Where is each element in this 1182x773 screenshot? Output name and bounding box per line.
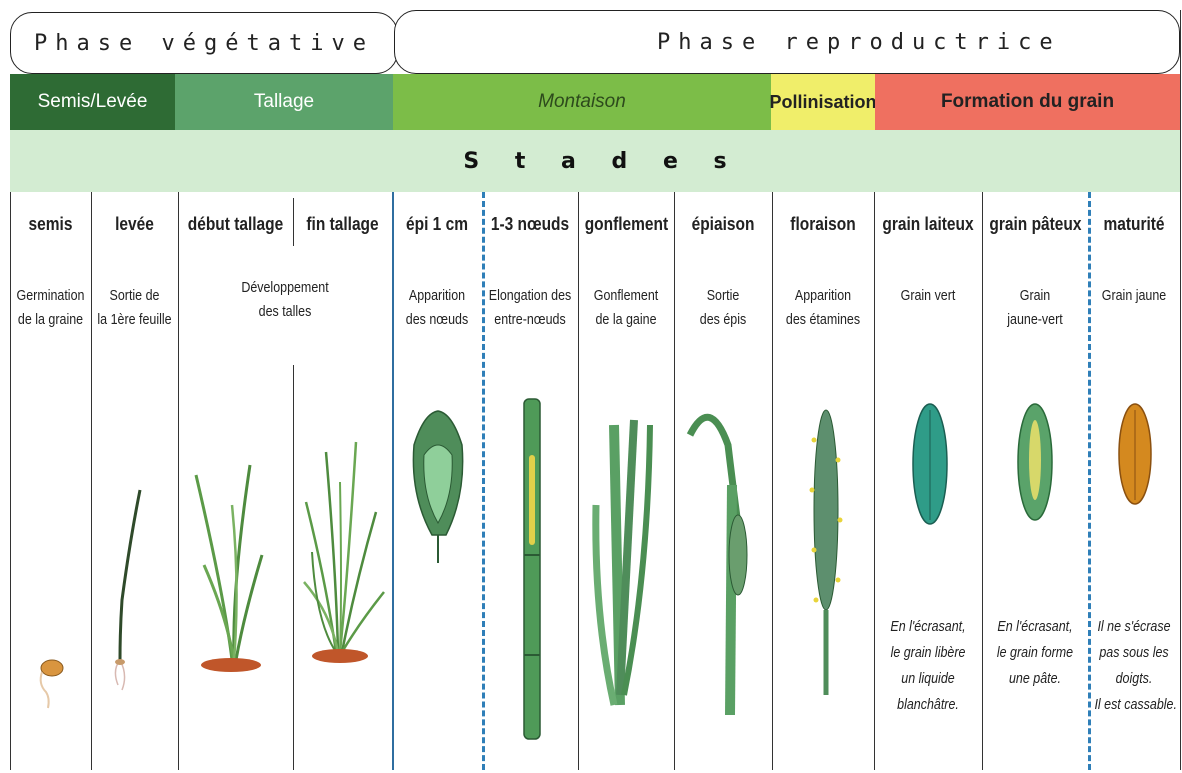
germinating-seed-illustration	[20, 640, 80, 720]
stage-name-epiaison: épiaison	[681, 214, 765, 235]
period-montaison: Montaison	[393, 74, 771, 130]
stage-name-1-3-noeuds: 1-3 nœuds	[489, 214, 572, 235]
separator-line	[10, 192, 11, 770]
phase-reproductive-header: Phase reproductrice	[394, 10, 1180, 74]
separator-line	[772, 192, 773, 770]
stage-desc-semis: Germination de la graine	[16, 284, 86, 332]
separator-line	[293, 365, 294, 770]
stage-name-levee: levée	[97, 214, 172, 235]
period-semis-levee-label: Semis/Levée	[38, 91, 148, 113]
stage-desc-maturite: Grain jaune	[1094, 284, 1173, 308]
separator-line	[178, 192, 179, 770]
green-grain-illustration	[905, 400, 955, 530]
stage-desc-grain-laiteux: Grain vert	[882, 284, 975, 308]
yellow-grain-illustration	[1113, 400, 1157, 508]
period-formation-grain-label: Formation du grain	[941, 91, 1114, 113]
flowering-ear-illustration	[792, 400, 862, 700]
stage-name-debut-tallage: début tallage	[186, 214, 285, 235]
swollen-sheath-illustration	[584, 415, 664, 715]
stage-name-gonflement: gonflement	[585, 214, 668, 235]
period-semis-levee: Semis/Levée	[10, 74, 175, 130]
elongated-stem-illustration	[508, 395, 558, 745]
separator-line	[674, 192, 675, 770]
separator-line	[874, 192, 875, 770]
heading-ear-illustration	[680, 405, 760, 725]
stage-desc-levee: Sortie de la 1ère feuille	[97, 284, 172, 332]
separator-line	[91, 192, 92, 770]
phase-vegetative-header: Phase végétative	[10, 12, 398, 74]
stage-name-epi-1cm: épi 1 cm	[398, 214, 475, 235]
stage-name-grain-pateux: grain pâteux	[989, 214, 1080, 235]
separator-line	[293, 198, 294, 246]
period-formation-grain: Formation du grain	[875, 74, 1180, 130]
note-grain-pateux: En l'écrasant, le grain forme une pâte.	[989, 614, 1080, 692]
phase-vegetative-label: Phase végétative	[34, 31, 374, 56]
period-pollinisation: Pollinisation	[771, 74, 875, 130]
separator-dashed-line	[1088, 192, 1091, 770]
tillered-plant-illustration	[296, 432, 388, 672]
stage-desc-1-3-noeuds: Elongation des entre-nœuds	[489, 284, 572, 332]
seedling-illustration	[100, 480, 170, 710]
yellow-green-grain-illustration	[1010, 400, 1060, 528]
stage-name-maturite: maturité	[1094, 214, 1173, 235]
separator-line	[982, 192, 983, 770]
stem-section-illustration	[404, 405, 474, 565]
period-tallage-label: Tallage	[254, 91, 314, 113]
separator-line	[578, 192, 579, 770]
stage-desc-grain-pateux: Grain jaune-vert	[989, 284, 1080, 332]
separator-line	[1180, 10, 1181, 770]
phase-reproductive-label: Phase reproductrice	[657, 30, 1061, 55]
stage-desc-epi-1cm: Apparition des nœuds	[398, 284, 475, 332]
stage-desc-floraison: Apparition des étamines	[779, 284, 867, 332]
period-pollinisation-label: Pollinisation	[770, 92, 877, 113]
stage-name-grain-laiteux: grain laiteux	[882, 214, 975, 235]
period-tallage: Tallage	[175, 74, 393, 130]
note-maturite: Il ne s'écrase pas sous les doigts. Il e…	[1094, 614, 1173, 718]
stades-band: S t a d e s	[10, 130, 1180, 192]
stage-desc-gonflement: Gonflement de la gaine	[585, 284, 668, 332]
stades-title: S t a d e s	[463, 149, 726, 174]
stage-name-floraison: floraison	[779, 214, 867, 235]
stage-desc-epiaison: Sortie des épis	[681, 284, 765, 332]
stage-name-fin-tallage: fin tallage	[300, 214, 385, 235]
young-plant-illustration	[184, 445, 279, 685]
note-grain-laiteux: En l'écrasant, le grain libère un liquid…	[882, 614, 975, 718]
stage-name-semis: semis	[16, 214, 86, 235]
separator-dashed-line	[482, 192, 485, 770]
stage-desc-tallage: Développement des talles	[193, 276, 377, 324]
period-montaison-label: Montaison	[538, 91, 626, 113]
separator-line	[392, 192, 394, 770]
